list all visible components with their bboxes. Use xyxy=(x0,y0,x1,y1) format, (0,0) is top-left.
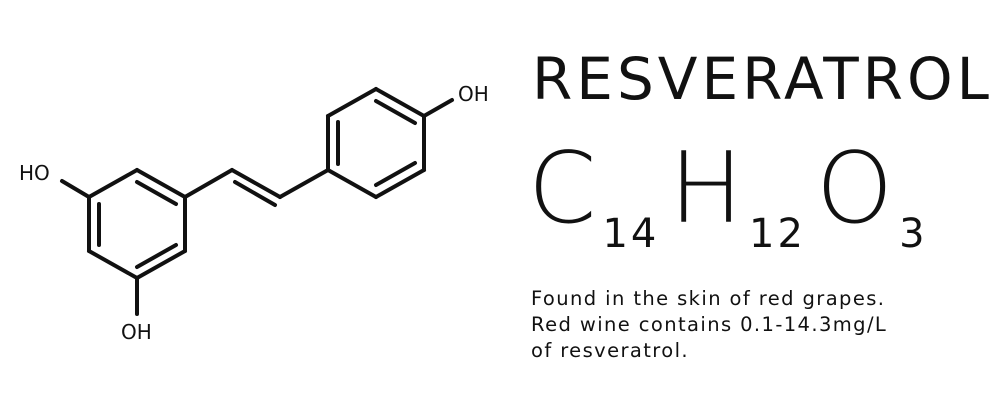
bond-oh-top-right xyxy=(422,98,454,118)
description-line: of resveratrol. xyxy=(531,339,690,362)
compound-name-title: RESVERATROL xyxy=(532,45,993,113)
resveratrol-structure-diagram: OH HO OH xyxy=(19,82,489,344)
atom-label-oh-bottom: OH xyxy=(121,320,152,344)
right-benzene-ring xyxy=(326,87,426,199)
bond-ho-left xyxy=(60,179,91,199)
formula-element-hydrogen: H xyxy=(669,132,744,246)
description-text: Found in the skin of red grapes. Red win… xyxy=(531,286,981,364)
left-benzene-ring xyxy=(87,168,187,280)
atom-label-oh-top-right: OH xyxy=(458,82,489,106)
formula-element-carbon: C xyxy=(528,132,597,246)
formula-count-oxygen: 3 xyxy=(899,211,928,257)
formula-element-oxygen: O xyxy=(815,132,894,246)
vinyl-bridge xyxy=(183,168,330,207)
atom-label-ho-left: HO xyxy=(19,161,50,185)
formula-count-carbon: 14 xyxy=(602,211,660,257)
description-line: Found in the skin of red grapes. xyxy=(531,287,886,310)
description-line: Red wine contains 0.1-14.3mg/L xyxy=(531,313,888,336)
formula-count-hydrogen: 12 xyxy=(749,211,806,257)
